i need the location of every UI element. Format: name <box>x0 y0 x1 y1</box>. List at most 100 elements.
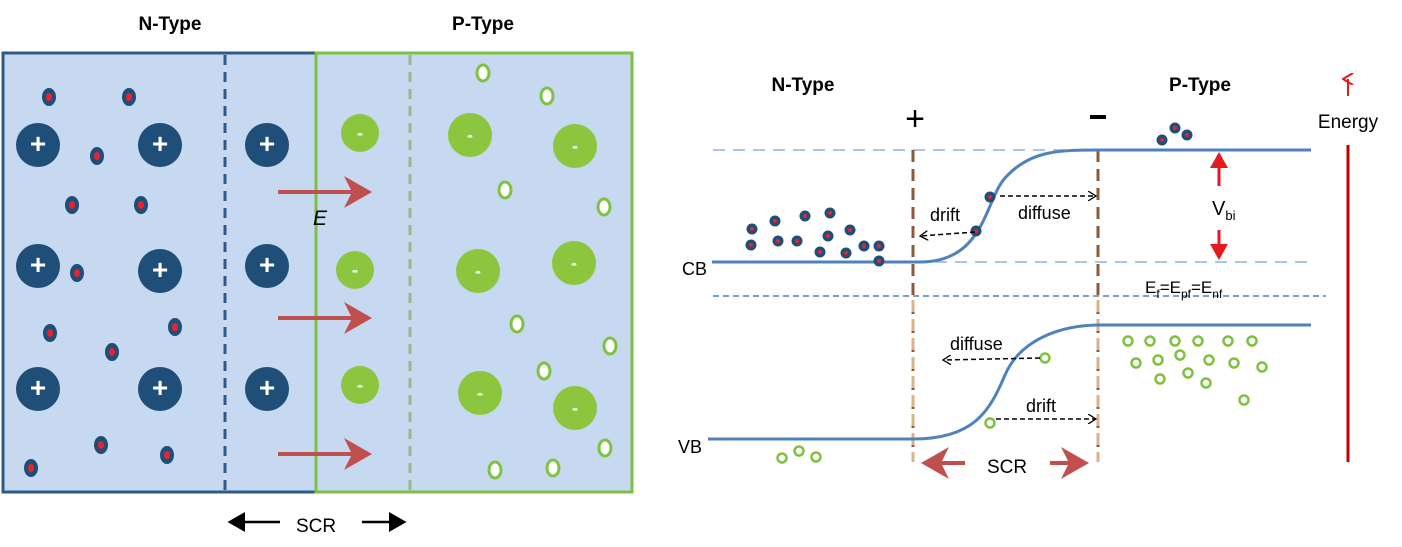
hole <box>597 438 613 458</box>
negative-ion-symbol: - <box>357 375 363 395</box>
left-n-type-title: N-Type <box>139 14 202 35</box>
vbi-down-arrowhead <box>1210 244 1228 260</box>
vbi-up-arrowhead <box>1210 152 1228 168</box>
positive-ion-symbol: + <box>30 128 46 159</box>
hole <box>536 361 552 381</box>
hole <box>539 86 555 106</box>
negative-ion-symbol: - <box>571 253 577 273</box>
negative-ion: - <box>553 386 597 430</box>
left-junction-panel: N-Type P-Type + + + + + + + + + - - - - - - - - - E SCR <box>1 14 634 537</box>
left-scr-label: SCR <box>296 516 336 537</box>
electron <box>134 196 148 214</box>
vb-label: VB <box>678 437 702 457</box>
positive-ion-symbol: + <box>30 372 46 403</box>
positive-ion-symbol: + <box>152 254 168 285</box>
cb-electron <box>745 239 757 251</box>
field-label: E <box>313 207 328 230</box>
hole <box>497 180 513 200</box>
cb-electron <box>824 207 836 219</box>
cb-electron <box>822 230 834 242</box>
fermi-level-label: Ef=Epf=Enf <box>1145 278 1223 301</box>
electron <box>42 88 56 106</box>
fermi-text: E <box>1145 278 1156 297</box>
vb-hole <box>1122 335 1134 347</box>
left-p-type-title: P-Type <box>452 14 514 35</box>
drift-label-vb: drift <box>1026 396 1056 416</box>
fermi-subscript: f <box>1156 287 1160 301</box>
right-n-type-title: N-Type <box>772 75 835 96</box>
positive-ion: + <box>16 244 60 288</box>
cb-electron <box>772 235 784 247</box>
free-electrons <box>24 88 182 477</box>
negative-ion-symbol: - <box>467 125 473 145</box>
hole <box>509 314 525 334</box>
negative-ion-symbol: - <box>477 383 483 403</box>
positive-ions: + + + + + + + + + <box>16 123 289 411</box>
vb-hole <box>1228 357 1240 369</box>
hole <box>487 460 503 480</box>
electron <box>160 446 174 464</box>
vb-hole <box>1182 367 1194 379</box>
cb-electron <box>858 240 870 252</box>
positive-ion-symbol: + <box>152 372 168 403</box>
positive-ion: + <box>16 367 60 411</box>
diffuse-label-cb: diffuse <box>1018 203 1071 223</box>
cb-electron <box>1156 134 1168 146</box>
electron <box>90 147 104 165</box>
hole <box>602 336 618 356</box>
electron <box>105 343 119 361</box>
negative-ion: - <box>553 124 597 168</box>
vb-hole <box>1222 335 1234 347</box>
vb-hole <box>1200 377 1212 389</box>
positive-ion: + <box>245 244 289 288</box>
positive-ion-symbol: + <box>259 372 275 403</box>
cb-electron <box>873 255 885 267</box>
negative-ions: - - - - - - - - - <box>336 113 597 430</box>
negative-ion: - <box>341 114 379 152</box>
cb-electron <box>799 210 811 222</box>
negative-ion-symbol: - <box>572 398 578 418</box>
cb-electron <box>844 224 856 236</box>
vb-hole <box>1039 352 1051 364</box>
right-scr-label: SCR <box>987 457 1027 478</box>
positive-ion-symbol: + <box>152 128 168 159</box>
cb-electron <box>840 247 852 259</box>
vb-hole <box>984 417 996 429</box>
electron <box>122 88 136 106</box>
negative-ion-symbol: - <box>475 261 481 281</box>
vb-hole <box>793 445 805 457</box>
positive-ion-symbol: + <box>259 249 275 280</box>
positive-ion: + <box>138 367 182 411</box>
negative-ion: - <box>336 251 374 289</box>
cb-electron <box>746 223 758 235</box>
cb-electron <box>769 215 781 227</box>
fermi-subscript: nf <box>1212 287 1223 301</box>
band-diagram-panel: N-Type P-Type + CB VB drift diffuse diff… <box>678 75 1379 479</box>
plus-sign: + <box>905 100 925 138</box>
fermi-subscript: pf <box>1181 287 1192 301</box>
vb-hole <box>1256 361 1268 373</box>
vb-hole <box>1144 335 1156 347</box>
positive-ion: + <box>138 249 182 293</box>
electron <box>94 436 108 454</box>
minus-sign <box>1090 115 1106 119</box>
electron <box>24 459 38 477</box>
cb-electron <box>984 191 996 203</box>
cb-electron <box>791 235 803 247</box>
positive-ion-symbol: + <box>259 128 275 159</box>
vb-hole <box>1238 394 1250 406</box>
positive-ion: + <box>245 367 289 411</box>
electron <box>70 264 84 282</box>
vb-hole <box>1169 335 1181 347</box>
negative-ion: - <box>456 249 500 293</box>
vb-hole <box>776 452 788 464</box>
diffuse-label-vb: diffuse <box>950 334 1003 354</box>
electron <box>168 318 182 336</box>
cb-electron <box>814 246 826 258</box>
vb-hole <box>1130 357 1142 369</box>
vb-hole <box>1174 349 1186 361</box>
cb-label: CB <box>682 259 707 279</box>
vb-hole <box>810 451 822 463</box>
cb-electron <box>1181 129 1193 141</box>
